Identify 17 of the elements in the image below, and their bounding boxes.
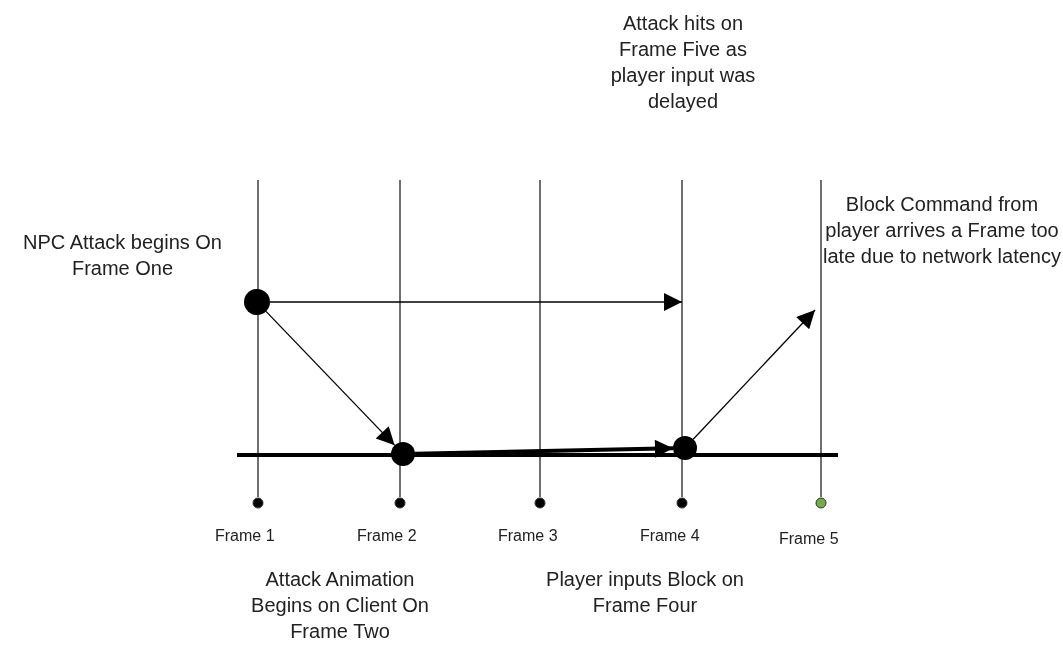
frame-label: Frame 1: [215, 527, 275, 545]
frame-label: Frame 2: [357, 527, 417, 545]
arrow: [269, 293, 683, 311]
event-dot: [391, 442, 415, 466]
frame-label: Frame 5: [779, 530, 839, 548]
arrow: [692, 309, 816, 440]
note-text: Player inputs Block on Frame Four: [545, 567, 745, 618]
event-dot: [244, 289, 270, 315]
note-text: Attack hits on Frame Five as player input was delayed: [609, 11, 757, 114]
frame-label: Frame 4: [640, 527, 700, 545]
note-text: Attack Animation Begins on Client On Frame Two: [250, 567, 430, 644]
frame-label: Frame 3: [498, 527, 558, 545]
arrow: [265, 310, 396, 446]
arrow: [414, 439, 674, 458]
note-text: Block Command from player arrives a Frame too late due to network latency: [822, 192, 1062, 269]
event-caption: NPC Attack begins On Frame One: [22, 230, 223, 281]
event-dot: [673, 436, 697, 460]
